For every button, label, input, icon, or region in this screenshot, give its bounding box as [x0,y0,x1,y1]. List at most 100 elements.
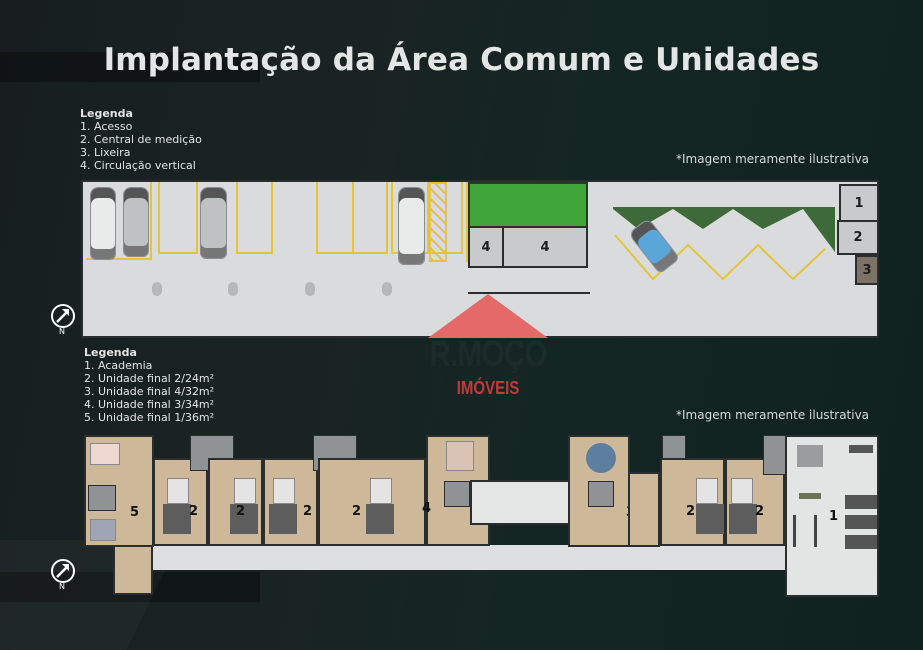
unit-2: 2 [725,458,785,546]
logo-subtitle: IMÓVEIS [456,378,520,399]
car-icon [200,187,227,259]
unit-number: 2 [352,504,362,519]
disclaimer-note: *Imagem meramente ilustrativa [676,152,870,166]
compass-label: N [59,582,65,591]
ground-plan-legend: Legenda 1. Acesso 2. Central de medição … [80,107,202,172]
treadmill-icon [845,535,877,549]
legend-item: 3. Lixeira [80,146,131,159]
rug [269,504,297,534]
gym-machine-icon [797,445,823,467]
page-title: Implantação da Área Comum e Unidades [103,42,820,78]
unit-2: 2 [208,458,263,546]
corridor [152,545,787,570]
wall [468,292,590,294]
car-icon [398,187,425,265]
parking-spot [158,182,198,254]
gym-bench-icon [799,493,821,499]
light-fixture-icon [305,282,315,296]
bed-icon [90,519,116,541]
bed-icon [731,478,753,504]
bathroom [763,435,787,475]
legend-item: 1. Academia [84,359,153,372]
squat-rack-icon [793,515,817,547]
rug [163,504,191,534]
circulation-room: 4 [502,226,588,268]
rug [696,504,724,534]
legend-title: Legenda [80,107,133,120]
light-fixture-icon [382,282,392,296]
unit-2: 2 [660,458,725,546]
units-plan-legend: Legenda 1. Academia 2. Unidade final 2/2… [84,346,214,424]
bed-icon [446,441,474,471]
legend-item: 4. Circulação vertical [80,159,196,172]
legend-title: Legenda [84,346,137,359]
legend-item: 3. Unidade final 4/32m² [84,385,215,398]
north-compass-icon: N [50,303,76,339]
room-number: 4 [481,239,491,255]
room-number: 4 [540,239,550,255]
bathroom [88,485,116,511]
unit-number: 1 [829,509,839,524]
treadmill-icon [845,515,877,529]
gym: 1 [785,435,879,597]
compass-label: N [59,327,65,336]
unit-number: 2 [303,504,313,519]
disclaimer-note: *Imagem meramente ilustrativa [676,408,870,422]
treadmill-icon [845,495,877,509]
unit-number: 2 [236,504,246,519]
garden-area [468,182,588,228]
company-logo: R.MOÇO IMÓVEIS [418,294,558,404]
logo-name: R.MOÇO [429,334,547,375]
room-number: 1 [854,195,864,211]
unit-number: 2 [686,504,696,519]
bed-icon [90,443,120,465]
rug [366,504,394,534]
unit-2: 2 [318,458,426,546]
room-number: 3 [862,262,872,278]
bed-icon [370,478,392,504]
unit-number: 5 [130,505,140,520]
bed-icon [696,478,718,504]
rug [230,504,258,534]
unit-3: 3 [568,435,635,547]
legend-item: 2. Unidade final 2/24m² [84,372,215,385]
unit-5-annex [113,545,153,595]
unit-number: 2 [189,504,199,519]
unit-2: 2 [263,458,318,546]
meter-room: 2 [837,220,879,255]
unit-number: 4 [422,501,432,516]
angled-parking-area [613,207,835,282]
light-fixture-icon [152,282,162,296]
car-icon [90,187,116,260]
light-fixture-icon [228,282,238,296]
accessible-parking-hatch [429,182,447,262]
parking-spot [86,182,152,260]
bed-icon [234,478,256,504]
rug [586,443,616,473]
logo-roof-icon [428,294,548,338]
bed-icon [273,478,295,504]
bathroom [588,481,614,507]
parking-spot [316,182,354,254]
background-stripe [0,52,260,82]
legend-item: 2. Central de medição [80,133,202,146]
legend-item: 5. Unidade final 1/36m² [84,411,215,424]
access-room: 1 [839,184,879,222]
car-icon [123,187,149,257]
parking-spot [236,182,273,254]
bathroom [444,481,470,507]
circulation-room: 4 [468,226,504,268]
parking-spot [352,182,388,254]
unit-number: 2 [755,504,765,519]
unit-2: 2 [153,458,208,546]
legend-item: 1. Acesso [80,120,133,133]
bed-icon [167,478,189,504]
room-number: 2 [853,230,863,245]
unit-3-kitchen [628,472,660,547]
legend-item: 4. Unidade final 3/34m² [84,398,215,411]
gym-bench-icon [849,445,873,453]
trash-room: 3 [855,255,879,285]
unit-5: 5 [84,435,154,547]
north-compass-icon: N [50,558,76,594]
rug [729,504,757,534]
